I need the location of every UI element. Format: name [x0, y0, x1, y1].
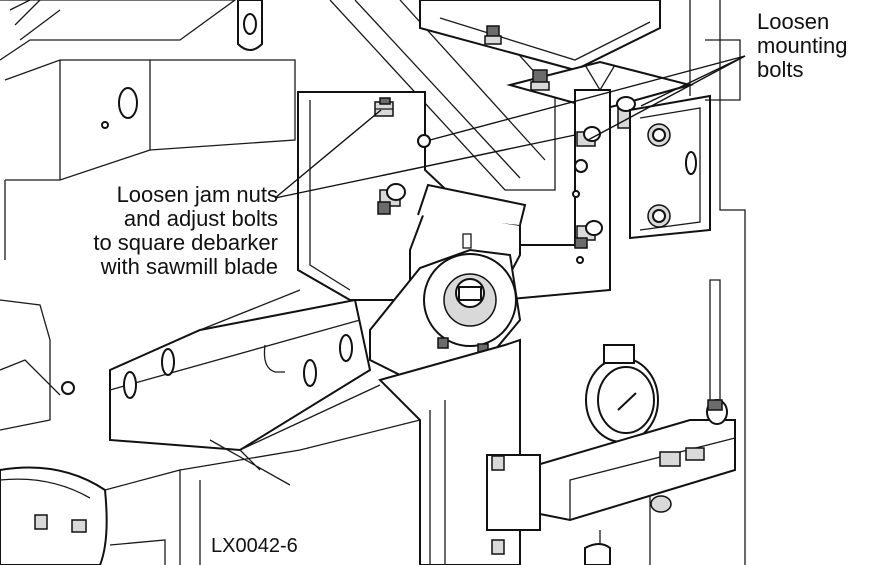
- callout-line: bolts: [757, 57, 804, 82]
- leader-lines: [274, 55, 746, 199]
- jam-nut-bolt-upper: [374, 97, 394, 117]
- jam-nut-bolt-lower: [377, 183, 406, 215]
- mounting-bolts-callout: Loosen mounting bolts: [757, 10, 848, 82]
- upper-lug: [237, 0, 263, 51]
- right-rail: [629, 0, 746, 565]
- callout-line: mounting: [757, 33, 848, 58]
- callout-line: with sawmill blade: [100, 254, 278, 279]
- left-arm: [109, 289, 381, 486]
- mounting-bolt-b: [574, 220, 603, 249]
- part-number-label: LX0042-6: [211, 535, 298, 557]
- callout-line: and adjust bolts: [123, 206, 278, 231]
- callout-line: Loosen: [757, 9, 830, 34]
- lower-shield: [179, 338, 521, 565]
- mounting-plate: [297, 89, 611, 301]
- lower-right-rail: [486, 399, 736, 565]
- upper-left-frame: [0, 0, 296, 260]
- upper-housing: [419, 0, 694, 112]
- callout-line: to square debarker: [93, 230, 278, 255]
- pressure-gauge: [585, 344, 659, 443]
- callout-line: Loosen jam nuts: [116, 182, 278, 207]
- jam-nuts-callout: Loosen jam nuts and adjust bolts to squa…: [93, 183, 278, 279]
- left-motor: [0, 299, 181, 565]
